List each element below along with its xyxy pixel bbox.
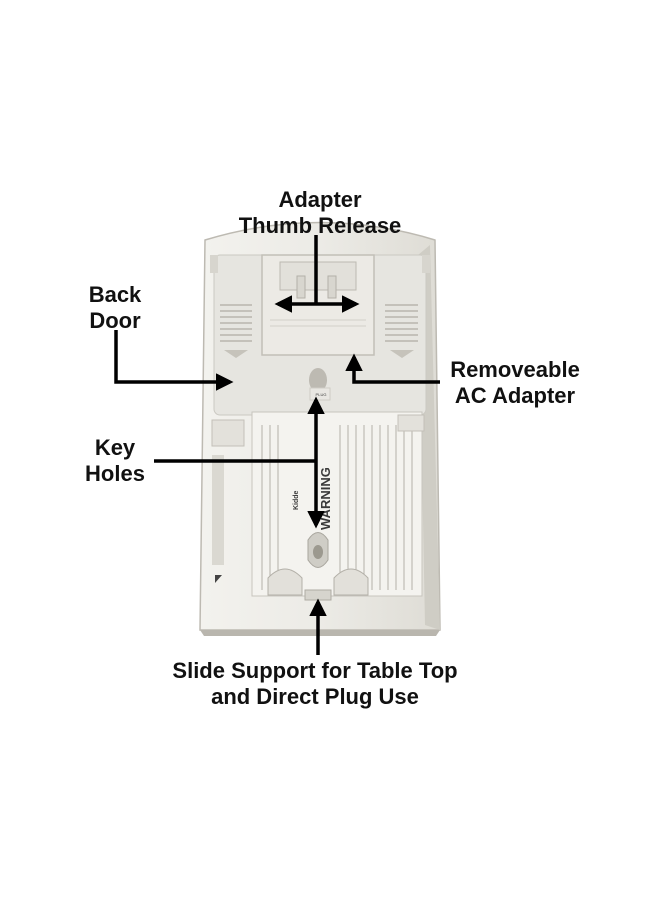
- callout-slide-line2: and Direct Plug Use: [211, 684, 419, 709]
- arrow-ac-adapter: [345, 353, 440, 384]
- brand-label: Kidde: [293, 490, 300, 510]
- callout-key-holes: Key Holes: [75, 435, 155, 487]
- arrow-back-door: [114, 330, 234, 391]
- callout-ac-line2: AC Adapter: [454, 383, 576, 408]
- callout-keyholes-line1: Key: [94, 435, 136, 460]
- callout-ac-line1: Removeable: [450, 357, 580, 382]
- vent-slots-left: [220, 304, 252, 342]
- callout-ac-adapter: Removeable AC Adapter: [440, 357, 590, 409]
- vent-slots-right: [385, 304, 418, 342]
- callout-adapter-thumb-release: Adapter Thumb Release: [225, 187, 415, 239]
- side-clips: [211, 414, 425, 583]
- callout-slide-line1: Slide Support for Table Top: [172, 658, 458, 683]
- key-hole-lower: [307, 532, 329, 568]
- callout-backdoor-line1: Back: [88, 282, 142, 307]
- svg-text:PLUG: PLUG: [316, 392, 327, 397]
- callout-slide-support: Slide Support for Table Top and Direct P…: [140, 658, 490, 710]
- warning-label: WARNING: [318, 467, 333, 530]
- warning-label-sticker: Kidde WARNING: [251, 411, 423, 597]
- callout-keyholes-line2: Holes: [85, 461, 145, 486]
- callout-adapter-line2: Thumb Release: [238, 213, 402, 238]
- callout-adapter-line1: Adapter: [278, 187, 362, 212]
- callout-backdoor-line2: Door: [89, 308, 141, 333]
- slide-support: [267, 568, 369, 601]
- annotation-arrows: [114, 235, 440, 655]
- callout-back-door: Back Door: [80, 282, 150, 334]
